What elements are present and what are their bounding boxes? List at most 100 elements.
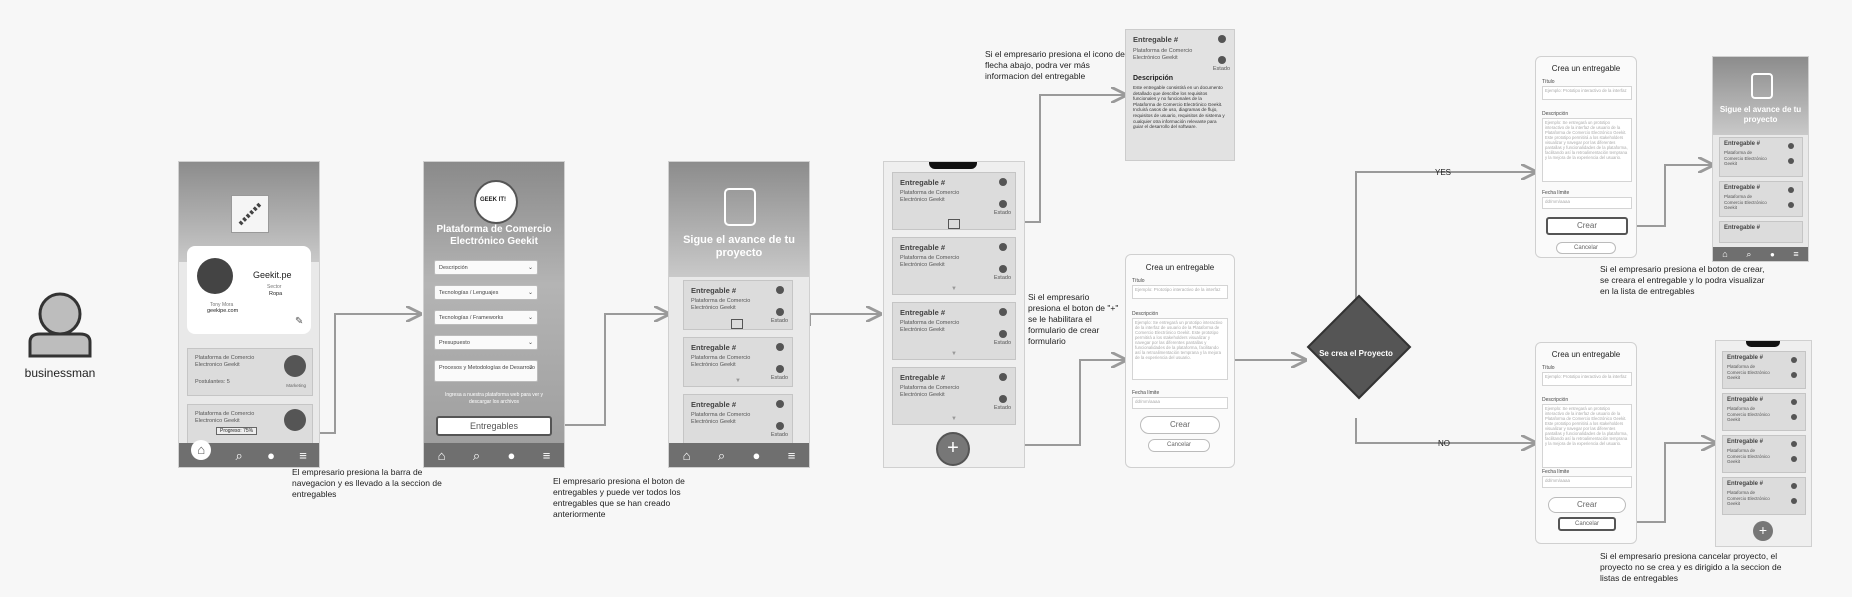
close-icon[interactable] [999,265,1007,273]
chat-icon[interactable]: ● [752,447,761,463]
note-4: Si el empresario presiona el boton de "+… [1028,292,1119,346]
entregable-card[interactable]: Entregable # Plataforma de Comercio Elec… [892,237,1016,295]
close-icon[interactable] [1791,414,1797,420]
entregable-card[interactable]: Entregable # Plataforma de Comercio Elec… [892,172,1016,230]
cancel-button[interactable]: Cancelar [1148,439,1210,452]
title-field[interactable]: Ejemplo: Prototipo interactivo de la int… [1542,86,1632,100]
chevron-down-icon[interactable]: ▼ [951,416,957,422]
card-title: Entregable # [900,373,946,382]
entregable-card[interactable]: Entregable # Plataforma de Comercio Elec… [892,367,1016,425]
date-field[interactable]: dd/mm/aaaa [1132,397,1228,409]
title-field[interactable]: Ejemplo: Prototipo interactivo de la int… [1132,285,1228,299]
entregables-button[interactable]: Entregables [436,416,552,436]
home-icon[interactable]: ⌂ [682,447,691,463]
chevron-down-icon: ⌄ [527,315,533,321]
chevron-down-icon[interactable] [948,219,960,229]
dropdown-lenguajes[interactable]: Tecnologías / Lenguajes⌄ [434,285,538,300]
entregable-card[interactable]: Entregable # Plataforma de Comercio Elec… [683,337,793,387]
chevron-down-icon[interactable]: ▼ [735,378,741,384]
card-status: Estado [770,432,788,438]
card-subtitle: Plataforma de Comercio Electrónico Geeki… [691,355,751,368]
cancel-button[interactable]: Cancelar [1556,242,1616,254]
card-status: Estado [993,405,1011,411]
entregable-card[interactable]: Entregable # Plataforma de Comercio Elec… [1722,393,1806,431]
card-subtitle: Plataforma de Comercio Electrónico Geeki… [900,320,960,333]
project-progress[interactable]: Progreso: 75% [216,427,258,435]
screen-entregables: Sigue el avance de tu proyecto Entregabl… [668,161,810,468]
bottom-nav: ⌂ ⌕ ● ≡ [669,443,809,467]
home-icon[interactable]: ⌂ [437,447,446,463]
create-button[interactable]: Crear [1546,217,1628,235]
close-icon[interactable] [999,200,1007,208]
home-icon[interactable]: ⌂ [1722,248,1728,259]
card-status: Estado [993,210,1011,216]
title-field[interactable]: Ejemplo: Prototipo interactivo de la int… [1542,372,1632,386]
chevron-down-icon[interactable]: ▼ [951,351,957,357]
menu-icon[interactable]: ≡ [1793,248,1799,259]
entregable-card[interactable]: Entregable # [1719,221,1803,243]
card-subtitle: Plataforma de Comercio Electrónico Geeki… [1727,448,1770,464]
screen-title: Sigue el avance de tu proyecto [1719,105,1802,124]
close-icon[interactable] [999,395,1007,403]
project-card[interactable]: Plataforma de Comercio Electronico Geeki… [187,348,313,396]
chevron-down-icon[interactable] [731,319,743,329]
close-icon[interactable] [776,365,784,373]
chevron-down-icon: ⌄ [527,340,533,346]
entregable-card[interactable]: Entregable # Plataforma de Comercio Elec… [683,394,793,444]
chat-icon[interactable]: ● [1769,249,1775,259]
close-icon[interactable] [1788,202,1794,208]
menu-icon[interactable]: ≡ [542,447,551,463]
screen-project: GEEK IT! Plataforma de Comercio Electrón… [423,161,565,468]
close-icon[interactable] [1791,372,1797,378]
desc-field[interactable]: Ejemplo: Se entregará un prototipo inter… [1542,118,1632,182]
dropdown-procesos[interactable]: Procesos y Metodologías de Desarrollo⌄ [434,360,538,382]
chat-icon[interactable]: ● [267,447,275,463]
plus-icon[interactable]: + [1753,521,1773,541]
entregable-card[interactable]: Entregable # Plataforma de Comercio Elec… [1722,477,1806,515]
dropdown-frameworks[interactable]: Tecnologías / Frameworks⌄ [434,310,538,325]
close-icon[interactable] [776,308,784,316]
desc-field[interactable]: Ejemplo: Se entregará un prototipo inter… [1542,404,1632,468]
note-5: Si el empresario presiona el boton de cr… [1600,264,1765,296]
entregable-card[interactable]: Entregable # Plataforma de Comercio Elec… [1722,351,1806,389]
entregable-card[interactable]: Entregable # Plataforma de Comercio Elec… [683,280,793,330]
close-icon[interactable] [1218,56,1226,64]
search-icon[interactable]: ⌕ [235,447,243,463]
clock-icon [999,373,1007,381]
close-icon[interactable] [1791,456,1797,462]
card-title: Entregable # [1727,355,1764,361]
entregable-card[interactable]: Entregable # Plataforma de Comercio Elec… [1722,435,1806,473]
entregable-card[interactable]: Entregable # Plataforma de Comercio Elec… [1719,137,1803,177]
edit-icon[interactable]: ✎ [295,316,304,327]
menu-icon[interactable]: ≡ [787,447,796,463]
chevron-down-icon[interactable]: ▼ [951,286,957,292]
menu-icon[interactable]: ≡ [299,447,307,463]
no-label: NO [1438,439,1450,448]
search-icon[interactable]: ⌕ [472,447,481,463]
form-create-yes: Crea un entregable Título Ejemplo: Proto… [1535,56,1637,258]
create-button[interactable]: Crear [1548,497,1626,513]
create-button[interactable]: Crear [1140,416,1220,434]
card-title: Entregable # [900,243,946,252]
close-icon[interactable] [776,422,784,430]
entregable-card[interactable]: Entregable # Plataforma de Comercio Elec… [1719,181,1803,217]
close-icon[interactable] [999,330,1007,338]
cancel-button[interactable]: Cancelar [1558,517,1616,531]
form-title: Crea un entregable [1551,350,1621,359]
dropdown-presupuesto[interactable]: Presupuesto⌄ [434,335,538,350]
home-icon[interactable]: ⌂ [191,440,212,460]
desc-field[interactable]: Ejemplo: Se entregará un prototipo inter… [1132,318,1228,380]
search-icon[interactable]: ⌕ [1746,248,1752,259]
dropdown-descripcion[interactable]: Descripción⌄ [434,260,538,275]
chat-icon[interactable]: ● [507,447,516,463]
clock-icon [1791,357,1797,363]
date-field[interactable]: dd/mm/aaaa [1542,197,1632,209]
date-field[interactable]: dd/mm/aaaa [1542,476,1632,488]
project-card[interactable]: Plataforma de Comercio Electronico Geeki… [187,404,313,446]
search-icon[interactable]: ⌕ [717,447,726,463]
plus-icon[interactable]: + [936,432,970,466]
entregable-card[interactable]: Entregable # Plataforma de Comercio Elec… [892,302,1016,360]
close-icon[interactable] [1791,498,1797,504]
screen-profile: Geekit.pe Sector Ropa Tony Mora geekipe.… [178,161,320,468]
close-icon[interactable] [1788,158,1794,164]
